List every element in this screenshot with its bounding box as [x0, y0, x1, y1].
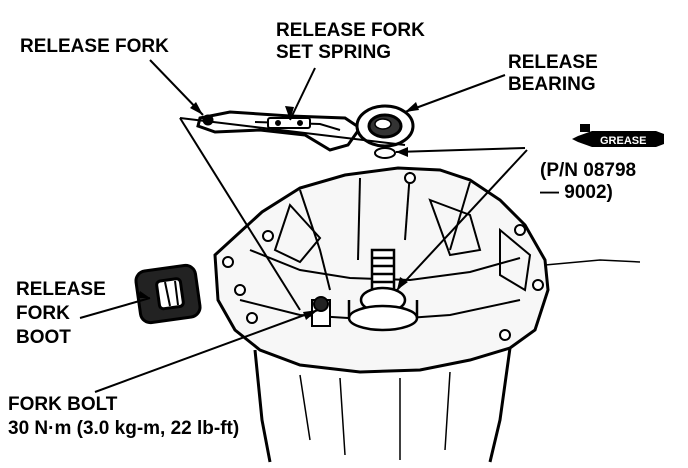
- label-line: — 9002): [540, 182, 613, 203]
- release-fork-set-spring-label: RELEASE FORK SET SPRING: [276, 20, 425, 64]
- flange-bolt-holes: [222, 172, 544, 341]
- release-fork: [196, 110, 363, 152]
- fork-bolt-torque-label: 30 N·m (3.0 kg-m, 22 lb-ft): [8, 418, 240, 439]
- release-fork-boot-label: RELEASE FORK BOOT: [16, 278, 106, 350]
- release-fork-set-spring: [267, 117, 311, 129]
- input-shaft: [347, 248, 419, 332]
- release-bearing-label: RELEASE BEARING: [508, 52, 598, 96]
- label-line: RELEASE: [508, 52, 598, 73]
- label-line: RELEASE: [16, 279, 106, 300]
- grease-tube-label: GREASE: [600, 135, 646, 147]
- grease-tube-icon: GREASE: [572, 124, 664, 147]
- fork-bolt-label: FORK BOLT: [8, 394, 118, 415]
- label-line: SET SPRING: [276, 42, 392, 63]
- transmission-housing: [213, 166, 641, 463]
- release-bearing-icon: [355, 104, 415, 159]
- label-line: BEARING: [508, 74, 596, 95]
- grease-part-number-label: (P/N 08798 — 9002): [540, 160, 636, 204]
- fork-bolt-icon: [311, 296, 331, 327]
- label-line: FORK: [16, 303, 70, 324]
- label-line: BOOT: [16, 327, 71, 348]
- label-line: (P/N 08798: [540, 160, 637, 181]
- release-fork-boot-icon: [134, 263, 202, 325]
- label-line: RELEASE FORK: [276, 20, 425, 41]
- arrowheads: [137, 102, 419, 320]
- release-fork-label: RELEASE FORK: [20, 36, 169, 57]
- leader-lines: [79, 59, 528, 393]
